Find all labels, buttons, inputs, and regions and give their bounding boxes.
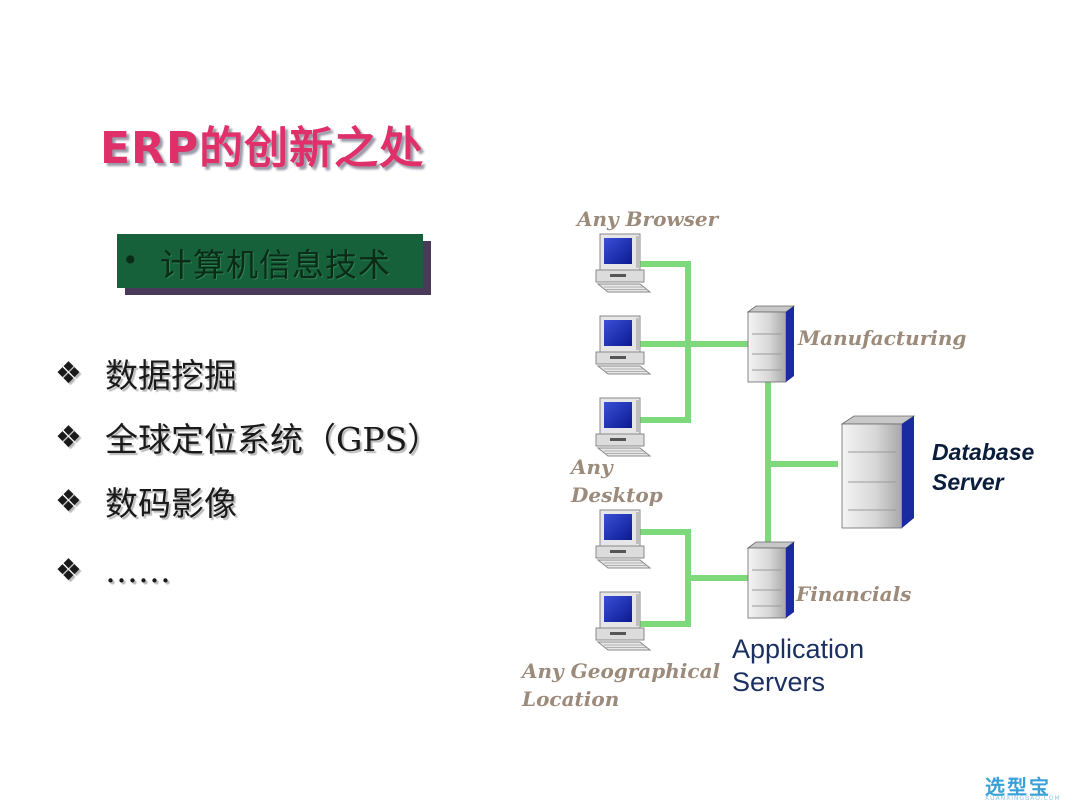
bullet-item: ❖ 数码影像 xyxy=(55,476,237,526)
bullet-item: ❖ 全球定位系统（GPS） xyxy=(55,412,440,462)
diamond-bullet-icon: ❖ xyxy=(55,552,82,588)
bullet-text: 数据挖掘 xyxy=(105,356,237,395)
diamond-bullet-icon: ❖ xyxy=(55,355,82,391)
label-application-servers-line2: Servers xyxy=(732,667,826,697)
bullet-item: ❖ 数据挖掘 xyxy=(55,348,237,398)
diamond-bullet-icon: ❖ xyxy=(55,419,82,455)
label-any-desktop-line2: Desktop xyxy=(571,483,663,507)
label-financials: Financials xyxy=(796,582,912,606)
label-any-desktop-line1: Any xyxy=(571,455,613,479)
label-manufacturing: Manufacturing xyxy=(798,326,967,350)
label-any-geographical: Any Geographical xyxy=(522,659,721,683)
banner-box xyxy=(117,234,423,288)
banner-text: 计算机信息技术 xyxy=(160,246,392,284)
bullet-item: ❖ …… xyxy=(55,545,171,595)
bullet-text: …… xyxy=(105,550,171,590)
database-server-icon xyxy=(840,415,916,529)
watermark-subtext: XUANXINGBAO.COM xyxy=(985,795,1061,802)
diamond-bullet-icon: ❖ xyxy=(55,483,82,519)
banner-bullet: • xyxy=(122,244,139,277)
bullet-text: 数码影像 xyxy=(105,484,237,523)
connector-lines xyxy=(640,261,838,627)
desktop-computer-icon xyxy=(595,397,651,457)
bullet-text: 全球定位系统（GPS） xyxy=(105,420,441,459)
label-location: Location xyxy=(522,687,620,711)
label-any-browser: Any Browser xyxy=(577,207,719,231)
slide-title: ERP的创新之处 xyxy=(100,123,425,174)
financials-server-icon xyxy=(747,541,795,619)
watermark-logo: 选型宝 xyxy=(985,775,1051,799)
manufacturing-server-icon xyxy=(747,305,795,383)
label-application-servers-line1: Application xyxy=(732,634,865,664)
desktop-computer-icon xyxy=(595,509,651,569)
label-database-line1: Database xyxy=(932,439,1035,465)
label-database-line2: Server xyxy=(932,469,1004,495)
